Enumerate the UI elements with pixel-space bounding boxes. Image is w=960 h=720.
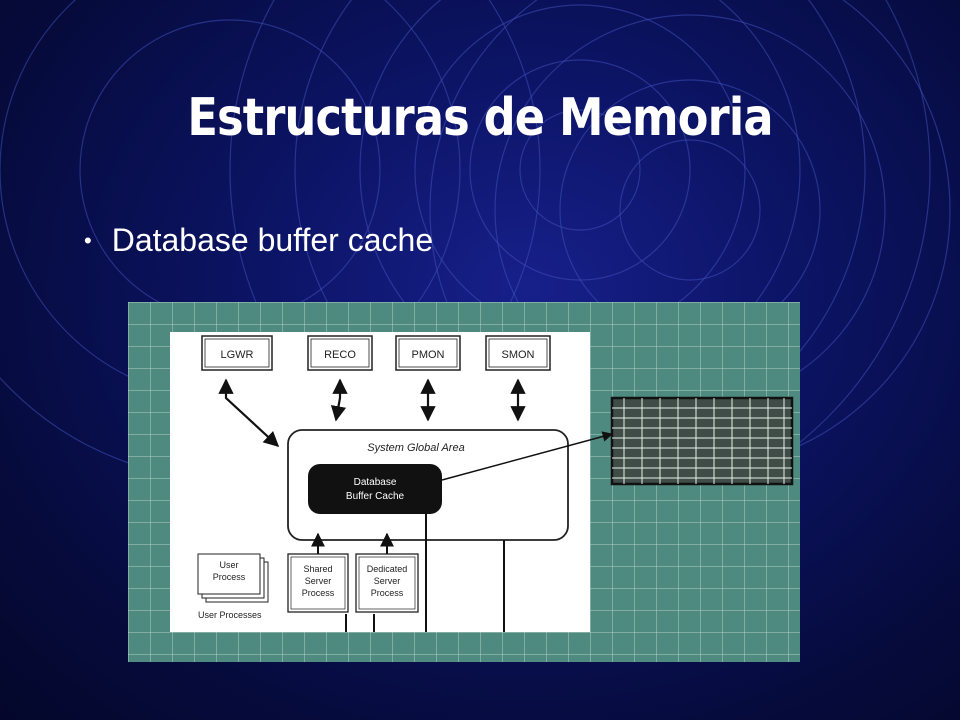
cache-to-grid-arrow [441,431,614,481]
dedicated-server-label-line3: Process [371,588,404,598]
shared-server-label-line2: Server [305,576,332,586]
process-label-pmon: PMON [412,349,445,361]
user-process-label-line1: User [219,560,238,570]
process-box-reco: RECO [307,335,373,371]
process-box-pmon: PMON [395,335,461,371]
buffer-grid [610,396,794,486]
process-label-lgwr: LGWR [221,349,254,361]
buffer-cache-label-line1: Database [354,477,397,488]
shared-server-label-line1: Shared [303,564,332,574]
server-arrows [311,532,394,632]
bullet-text: Database buffer cache [111,222,434,258]
slide-title: Estructuras de Memoria [187,88,773,148]
bullet-dot: • [84,227,92,253]
sga-down-lines [425,514,505,632]
buffer-cache-box [308,464,442,514]
buffer-cache-label-line2: Buffer Cache [346,491,405,502]
process-label-reco: RECO [324,349,356,361]
shared-server-label-line3: Process [302,588,335,598]
user-processes-caption: User Processes [198,610,262,620]
dedicated-server-label-line1: Dedicated [367,564,408,574]
sga-label: System Global Area [367,442,464,454]
memory-structure-diagram: LGWR RECO PMON SMON System Global Area [128,302,800,662]
user-process-label-line2: Process [213,572,246,582]
dedicated-server-label-line2: Server [374,576,401,586]
shared-server-box: Shared Server Process [287,553,349,613]
dedicated-server-box: Dedicated Server Process [355,553,419,613]
process-box-lgwr: LGWR [201,335,273,371]
user-process-stack: User Process [197,553,269,603]
bullet-item: • Database buffer cache [84,222,433,259]
process-box-smon: SMON [485,335,551,371]
process-arrows [218,378,526,448]
process-label-smon: SMON [502,349,535,361]
